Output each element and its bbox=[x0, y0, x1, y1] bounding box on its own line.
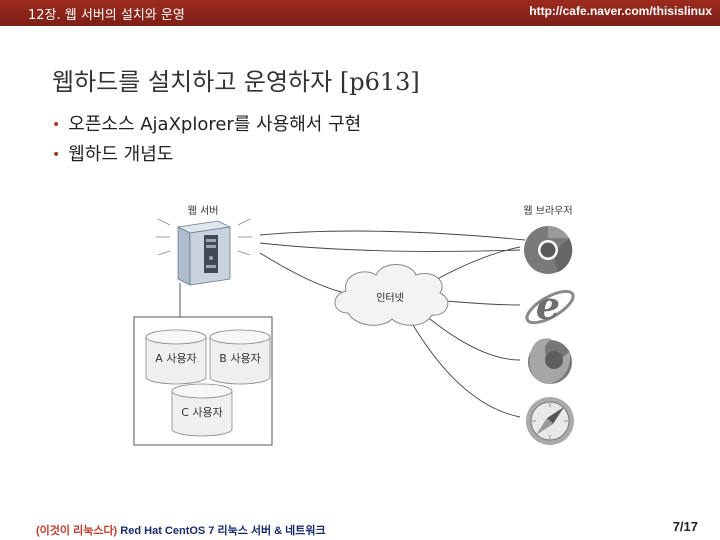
header-url: http://cafe.naver.com/thisislinux bbox=[529, 4, 712, 18]
slide-title: 웹하드를 설치하고 운영하자 [p613] bbox=[52, 62, 420, 97]
web-server-label: 웹 서버 bbox=[188, 205, 219, 217]
svg-text:e: e bbox=[536, 283, 560, 328]
webhard-diagram: 웹 서버 웹 브라우저 A 사용자 bbox=[120, 195, 610, 455]
user-b-label: B 사용자 bbox=[219, 352, 260, 365]
page-number: 7/17 bbox=[673, 519, 698, 534]
bullet-dot: • bbox=[52, 117, 60, 133]
bullet-item: • 웹하드 개념도 bbox=[52, 140, 361, 170]
footer-book-name: (이것이 리눅스다) bbox=[36, 525, 117, 537]
bullet-dot: • bbox=[52, 147, 60, 163]
internet-cloud: 인터넷 bbox=[335, 265, 448, 326]
bullet-text: 오픈소스 AjaXplorer를 사용해서 구현 bbox=[68, 114, 361, 135]
chapter-title: 12장. 웹 서버의 설치와 운영 bbox=[28, 4, 185, 23]
safari-icon bbox=[526, 397, 574, 445]
footer-book-subtitle: Red Hat CentOS 7 리눅스 서버 & 네트워크 bbox=[117, 525, 325, 537]
user-c-label: C 사용자 bbox=[181, 406, 223, 419]
user-a-label: A 사용자 bbox=[155, 352, 196, 365]
slide-header: 12장. 웹 서버의 설치와 운영 http://cafe.naver.com/… bbox=[0, 0, 720, 26]
chrome-icon bbox=[524, 226, 572, 274]
bullet-item: • 오픈소스 AjaXplorer를 사용해서 구현 bbox=[52, 110, 361, 140]
user-c-disk: C 사용자 bbox=[172, 384, 232, 436]
user-a-disk: A 사용자 bbox=[146, 330, 206, 384]
bullet-list: • 오픈소스 AjaXplorer를 사용해서 구현 • 웹하드 개념도 bbox=[52, 110, 361, 170]
footer-book-title: (이것이 리눅스다) Red Hat CentOS 7 리눅스 서버 & 네트워… bbox=[36, 522, 326, 538]
user-b-disk: B 사용자 bbox=[210, 330, 270, 384]
firefox-icon bbox=[528, 338, 572, 384]
internet-label: 인터넷 bbox=[376, 292, 404, 304]
internet-explorer-icon: e bbox=[522, 283, 577, 329]
web-browser-label: 웹 브라우저 bbox=[523, 205, 572, 217]
bullet-text: 웹하드 개념도 bbox=[68, 144, 173, 165]
server-icon bbox=[156, 219, 252, 285]
